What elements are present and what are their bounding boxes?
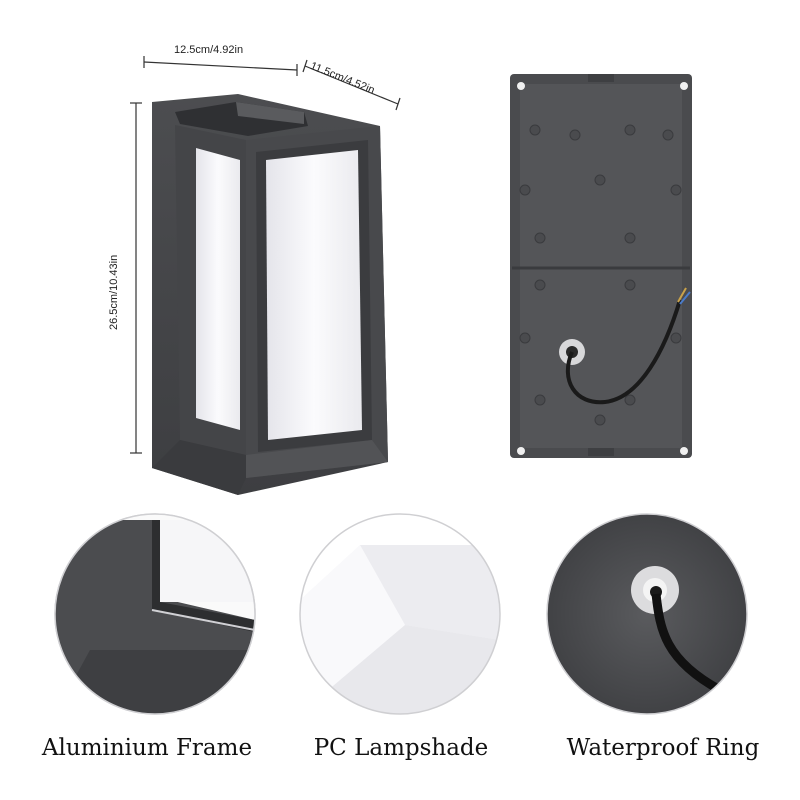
dimension-width-label: 12.5cm/4.92in <box>174 44 244 56</box>
caption-aluminium-frame: Aluminium Frame <box>41 735 253 761</box>
caption-waterproof-ring: Waterproof Ring <box>566 735 760 761</box>
dimension-lines <box>130 56 401 454</box>
lamp-back-plate <box>510 74 692 458</box>
detail-pc-lampshade <box>299 513 501 715</box>
dimension-height-label: 26.5cm/10.43in <box>108 254 120 330</box>
caption-pc-lampshade: PC Lampshade <box>313 735 489 761</box>
detail-waterproof-ring <box>546 513 748 715</box>
detail-aluminium-frame <box>54 513 256 715</box>
lamp-front-view <box>152 94 388 495</box>
